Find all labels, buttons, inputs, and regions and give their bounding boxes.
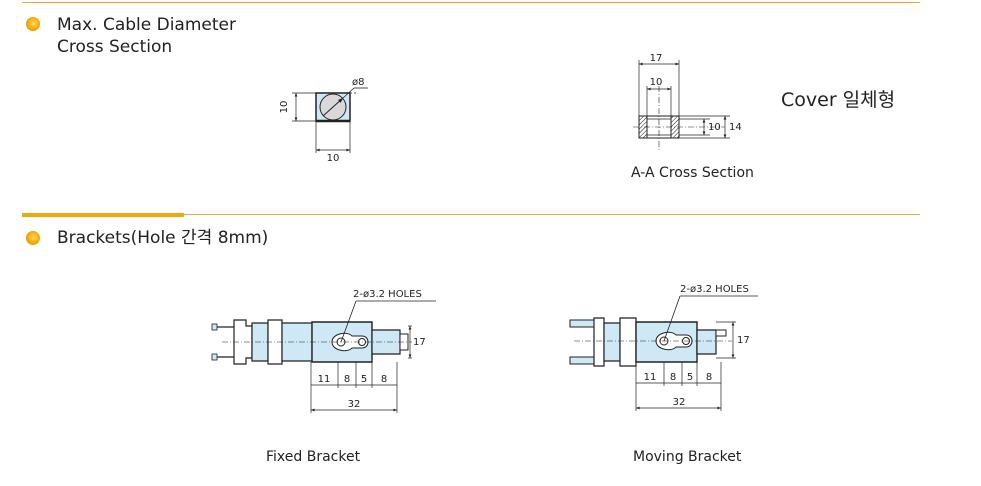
cable-height-dim: 10 <box>279 101 290 114</box>
section2-rule <box>22 214 920 215</box>
aa-outer-width-dim: 17 <box>650 53 663 64</box>
moving-total-dim: 32 <box>673 397 686 408</box>
moving-dim-4: 8 <box>706 372 712 383</box>
moving-height-dim: 17 <box>737 335 750 346</box>
aa-outer-height-dim: 14 <box>729 122 742 133</box>
fixed-dim-2: 8 <box>344 374 350 385</box>
section2-accent-bar <box>22 213 184 217</box>
fixed-dim-4: 8 <box>381 374 387 385</box>
moving-dim-3: 5 <box>687 372 693 383</box>
fixed-bracket-caption: Fixed Bracket <box>266 449 361 465</box>
moving-bracket-drawing: 2-ø3.2 HOLES 17 11 8 5 8 32 <box>569 284 758 411</box>
moving-bracket-caption: Moving Bracket <box>633 449 742 465</box>
aa-inner-height-dim: 10 <box>708 122 721 133</box>
fixed-bracket-drawing: 2-ø3.2 HOLES 17 11 8 5 8 32 <box>211 289 436 413</box>
fixed-total-dim: 32 <box>348 399 361 410</box>
aa-inner-width-dim: 10 <box>650 77 663 88</box>
section1-bullet-icon <box>26 17 40 31</box>
section1-title-line1: Max. Cable Diameter <box>57 15 236 35</box>
cable-diameter-label: ø8 <box>352 77 364 88</box>
moving-holes-label: 2-ø3.2 HOLES <box>680 284 749 295</box>
fixed-holes-label: 2-ø3.2 HOLES <box>353 289 422 300</box>
moving-dim-2: 8 <box>670 372 676 383</box>
cable-width-dim: 10 <box>327 153 340 164</box>
section1-title: Max. Cable Diameter Cross Section <box>57 14 236 58</box>
fixed-height-dim: 17 <box>413 337 426 348</box>
section1-title-line2: Cross Section <box>57 37 173 57</box>
fixed-dim-3: 5 <box>361 374 367 385</box>
aa-cross-section: 17 10 10 14 <box>633 53 742 150</box>
cover-label: Cover 일체형 <box>781 89 896 111</box>
section2-bullet-icon <box>26 231 40 245</box>
section2-title: Brackets(Hole 간격 8mm) <box>57 228 269 248</box>
moving-dim-1: 11 <box>644 372 657 383</box>
section1-rule <box>22 2 920 3</box>
aa-section-caption: A-A Cross Section <box>631 165 754 181</box>
cable-cross-section: ø8 10 10 <box>279 77 368 164</box>
fixed-dim-1: 11 <box>318 374 331 385</box>
